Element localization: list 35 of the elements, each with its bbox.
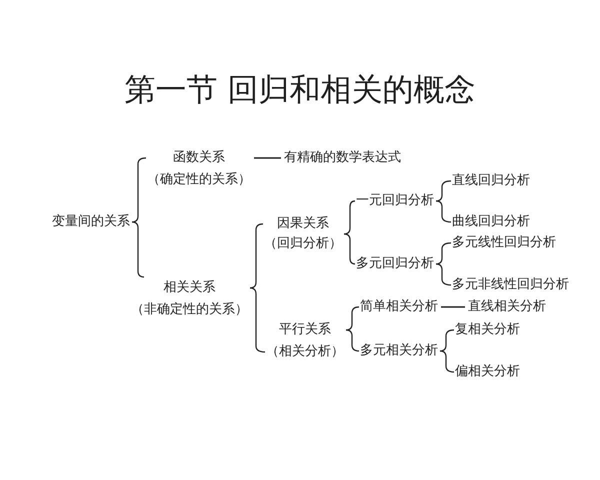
term-label: 直线回归分析 xyxy=(452,172,530,190)
brace-line xyxy=(436,242,452,265)
brace-line xyxy=(250,223,264,289)
brace-line xyxy=(440,350,454,373)
term-label: 偏相关分析 xyxy=(455,363,520,381)
brace-line xyxy=(440,329,454,352)
note-label: （回归分析） xyxy=(264,235,342,253)
term-label: 有精确的数学表达式 xyxy=(284,149,401,167)
term-label: 多元线性回归分析 xyxy=(452,234,556,252)
note-label: （确定性的关系） xyxy=(147,171,251,189)
brace-line xyxy=(132,221,144,278)
note-label: （非确定性的关系） xyxy=(131,301,248,319)
connector-line xyxy=(441,306,465,308)
term-label: 因果关系 xyxy=(277,215,329,233)
brace-line xyxy=(436,263,452,286)
term-label: 平行关系 xyxy=(279,321,331,339)
brace-line xyxy=(436,200,452,223)
brace-line xyxy=(346,329,360,352)
brace-line xyxy=(344,233,356,265)
term-label: 变量间的关系 xyxy=(52,213,130,231)
term-label: 曲线回归分析 xyxy=(452,213,530,231)
term-label: 函数关系 xyxy=(173,149,225,167)
connector-line xyxy=(254,157,281,159)
term-label: 多元非线性回归分析 xyxy=(452,276,569,294)
term-label: 简单相关分析 xyxy=(360,298,438,316)
term-label: 复相关分析 xyxy=(455,321,520,339)
brace-line xyxy=(344,200,356,235)
brace-line xyxy=(436,180,452,202)
title: 第一节 回归和相关的概念 xyxy=(124,71,476,110)
term-label: 一元回归分析 xyxy=(356,192,434,210)
note-label: （相关分析） xyxy=(266,343,344,361)
term-label: 多元回归分析 xyxy=(356,255,434,273)
term-label: 多元相关分析 xyxy=(360,342,438,360)
term-label: 直线相关分析 xyxy=(468,298,546,316)
term-label: 相关关系 xyxy=(164,279,216,297)
